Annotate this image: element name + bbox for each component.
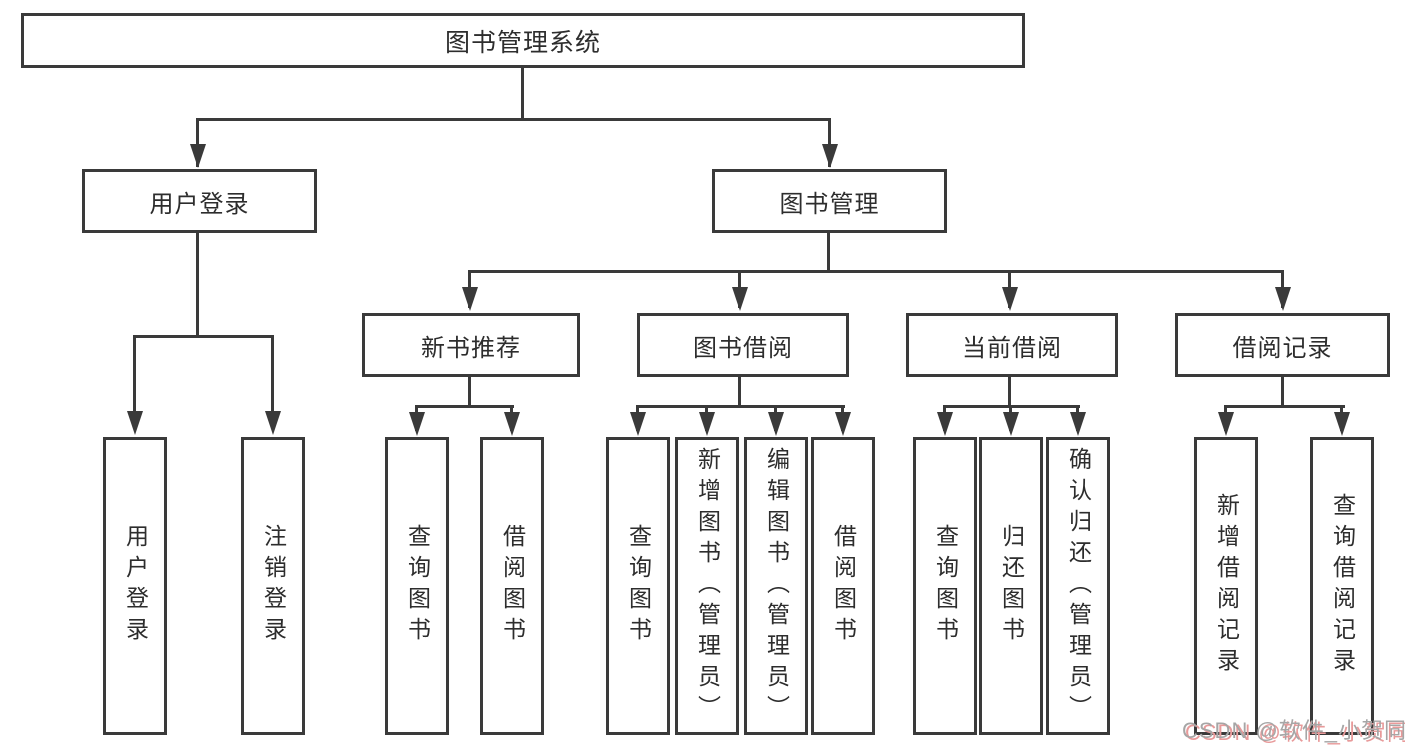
node-label: 确认归还（管理员） bbox=[1065, 446, 1092, 726]
node-label: 用户登录 bbox=[122, 524, 149, 648]
arrowhead-icon bbox=[462, 287, 478, 311]
edge bbox=[521, 68, 524, 120]
edge bbox=[133, 335, 136, 429]
edge bbox=[468, 377, 471, 408]
arrowhead-icon bbox=[1003, 412, 1019, 436]
arrowhead-icon bbox=[768, 412, 784, 436]
leaf-logout: 注销登录 bbox=[241, 437, 305, 735]
arrowhead-icon bbox=[630, 412, 646, 436]
arrowhead-icon bbox=[1070, 412, 1086, 436]
node-label: 编辑图书（管理员） bbox=[763, 446, 790, 726]
leaf-search-books-borrowing: 查询图书 bbox=[606, 437, 670, 735]
leaf-search-books-recommend: 查询图书 bbox=[385, 437, 449, 735]
leaf-add-borrow-record: 新增借阅记录 bbox=[1194, 437, 1258, 735]
node-book-borrowing: 图书借阅 bbox=[637, 313, 849, 377]
node-current-borrowing: 当前借阅 bbox=[906, 313, 1118, 377]
arrowhead-icon bbox=[822, 144, 838, 168]
node-label: 图书管理 bbox=[779, 190, 880, 218]
edge bbox=[271, 335, 274, 429]
csdn-watermark: CSDN @软件_小贺同学 bbox=[1182, 718, 1405, 743]
node-label: 查询借阅记录 bbox=[1329, 493, 1356, 679]
node-label: 借阅记录 bbox=[1232, 334, 1333, 362]
arrowhead-icon bbox=[127, 411, 143, 435]
node-label: 新书推荐 bbox=[421, 334, 521, 362]
node-label: 新增图书（管理员） bbox=[694, 446, 721, 726]
node-book-management: 图书管理 bbox=[712, 169, 947, 233]
node-new-book-recommend: 新书推荐 bbox=[362, 313, 580, 377]
arrowhead-icon bbox=[1334, 412, 1350, 436]
edge bbox=[133, 335, 274, 338]
arrowhead-icon bbox=[1218, 412, 1234, 436]
arrowhead-icon bbox=[265, 411, 281, 435]
node-label: 新增借阅记录 bbox=[1213, 493, 1240, 679]
edge bbox=[468, 270, 1284, 273]
edge bbox=[738, 377, 741, 408]
arrowhead-icon bbox=[732, 287, 748, 311]
leaf-borrow-books-borrowing: 借阅图书 bbox=[811, 437, 875, 735]
edge bbox=[415, 405, 514, 408]
arrowhead-icon bbox=[504, 412, 520, 436]
node-label: 查询图书 bbox=[625, 524, 652, 648]
leaf-borrow-books-recommend: 借阅图书 bbox=[480, 437, 544, 735]
leaf-edit-book-admin: 编辑图书（管理员） bbox=[744, 437, 808, 735]
arrowhead-icon bbox=[835, 412, 851, 436]
leaf-return-books: 归还图书 bbox=[979, 437, 1043, 735]
node-label: 用户登录 bbox=[149, 190, 250, 218]
leaf-search-books-current: 查询图书 bbox=[913, 437, 977, 735]
arrowhead-icon bbox=[699, 412, 715, 436]
node-label: 查询图书 bbox=[932, 524, 959, 648]
edge bbox=[196, 233, 199, 337]
edge bbox=[1224, 405, 1345, 408]
edge bbox=[197, 118, 831, 121]
node-borrow-records: 借阅记录 bbox=[1175, 313, 1390, 377]
node-label: 图书管理系统 bbox=[444, 28, 601, 57]
leaf-confirm-return-admin: 确认归还（管理员） bbox=[1046, 437, 1110, 735]
node-label: 借阅图书 bbox=[830, 524, 857, 648]
node-user-login: 用户登录 bbox=[82, 169, 317, 233]
node-label: 借阅图书 bbox=[499, 524, 526, 648]
edge bbox=[1008, 377, 1011, 408]
leaf-user-login: 用户登录 bbox=[103, 437, 167, 735]
edge bbox=[1281, 377, 1284, 408]
node-label: 查询图书 bbox=[404, 524, 431, 648]
arrowhead-icon bbox=[190, 144, 206, 168]
node-label: 归还图书 bbox=[998, 524, 1025, 648]
arrowhead-icon bbox=[1002, 287, 1018, 311]
edge bbox=[828, 118, 831, 167]
edge bbox=[827, 233, 830, 272]
edge bbox=[636, 405, 845, 408]
arrowhead-icon bbox=[409, 412, 425, 436]
node-system-root: 图书管理系统 bbox=[21, 13, 1025, 68]
leaf-add-book-admin: 新增图书（管理员） bbox=[675, 437, 739, 735]
arrowhead-icon bbox=[1275, 287, 1291, 311]
node-label: 图书借阅 bbox=[693, 334, 793, 362]
arrowhead-icon bbox=[937, 412, 953, 436]
edge bbox=[196, 118, 199, 167]
leaf-search-borrow-record: 查询借阅记录 bbox=[1310, 437, 1374, 735]
node-label: 当前借阅 bbox=[962, 334, 1062, 362]
node-label: 注销登录 bbox=[260, 524, 287, 648]
